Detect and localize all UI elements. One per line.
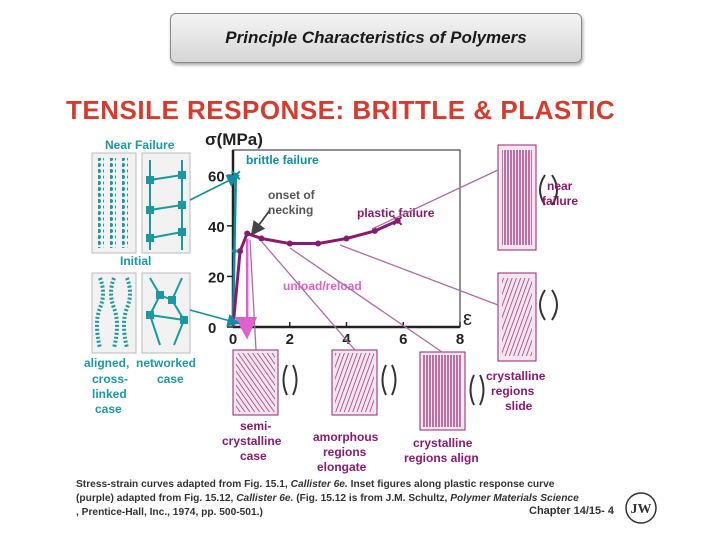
series-point xyxy=(237,248,244,255)
x-tick-label: 6 xyxy=(399,331,407,348)
x-tick-label: 2 xyxy=(286,331,294,348)
title-bar: Principle Characteristics of Polymers xyxy=(170,13,582,63)
series-point xyxy=(371,227,378,234)
y-ticks: 0 20 40 60 xyxy=(208,168,233,337)
y-tick-label: 20 xyxy=(208,269,225,286)
necking-label-1: onset of xyxy=(268,188,316,202)
series-point xyxy=(286,240,293,247)
x-tick-label: 0 xyxy=(229,331,237,348)
series-point xyxy=(231,248,237,254)
series-line-plastic-failure xyxy=(231,219,399,328)
publisher-logo: JW xyxy=(625,492,657,524)
x-axis-label: ε xyxy=(463,308,472,330)
x-tick-label: 4 xyxy=(342,331,351,348)
networked-label: networked xyxy=(136,356,196,370)
case-label-networked: case xyxy=(157,372,184,386)
series-group xyxy=(231,170,403,340)
slide-heading: TENSILE RESPONSE: BRITTLE & PLASTIC xyxy=(66,95,616,125)
near-failure-left-label: Near Failure xyxy=(105,138,175,152)
y-tick-label: 40 xyxy=(208,219,225,236)
series-point xyxy=(258,235,265,242)
figure-caption: Stress-strain curves adapted from Fig. 1… xyxy=(76,479,579,518)
connector-semi xyxy=(249,239,257,351)
necking-label-2: necking xyxy=(268,203,313,217)
series-point xyxy=(315,240,322,247)
unload-label: unload/reload xyxy=(283,279,362,293)
chapter-label: Chapter 14/15- 4 xyxy=(529,505,614,517)
y-tick-label: 0 xyxy=(208,320,216,337)
connector-amorphous xyxy=(261,241,356,351)
series-point xyxy=(244,230,251,237)
aligned-label: aligned, xyxy=(84,356,129,370)
x-tick-label: 8 xyxy=(456,331,464,348)
y-tick-label: 60 xyxy=(208,168,225,185)
connector-slide xyxy=(339,244,499,306)
slide-title: Principle Characteristics of Polymers xyxy=(225,28,527,47)
series-point xyxy=(343,235,350,242)
svg-text:JW: JW xyxy=(631,502,652,517)
connector-near-failure xyxy=(371,169,499,230)
plastic-failure-label: plastic failure xyxy=(357,206,435,220)
initial-label: Initial xyxy=(120,254,151,268)
necking-arrow xyxy=(250,209,271,236)
y-axis-label: σ(MPa) xyxy=(205,130,263,149)
connector-align xyxy=(289,247,443,353)
brittle-failure-label: brittle failure xyxy=(246,153,319,167)
